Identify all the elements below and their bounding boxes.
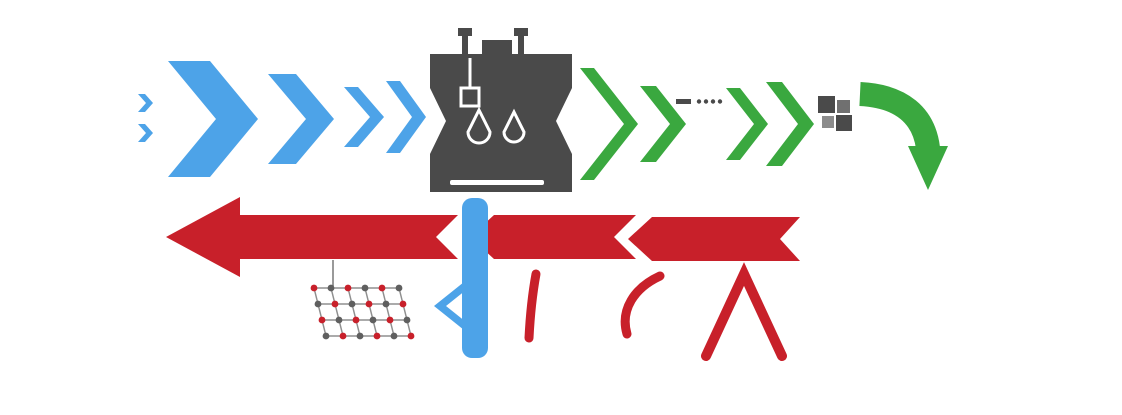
lattice-atom (378, 284, 386, 292)
lattice-atoms-gray (314, 284, 411, 340)
lattice-atom (314, 300, 322, 308)
pixel-blocks-icon (818, 96, 852, 131)
lattice-atom (322, 332, 330, 340)
red-peak-stroke (701, 262, 787, 361)
speed-lines-icon (138, 94, 153, 112)
clamp-mark-icon (458, 28, 472, 36)
blue-forward-chevrons-icon (344, 87, 384, 147)
lattice-atom (344, 284, 352, 292)
dot-mark (703, 99, 709, 104)
dash-dot-beam-icon (676, 99, 723, 104)
lattice-atom (395, 284, 403, 292)
lattice-atom (356, 332, 364, 340)
support-post (518, 36, 524, 54)
quench-path (434, 198, 488, 358)
process-arrows (580, 68, 814, 180)
clamp-mark-icon (514, 28, 528, 36)
blue-forward-chevrons-icon (168, 61, 258, 177)
lattice-atom (365, 300, 373, 308)
lattice-atom (369, 316, 377, 324)
lattice-atom (352, 316, 360, 324)
lattice-atom (331, 300, 339, 308)
lattice-atom (373, 332, 381, 340)
lattice-atom (407, 332, 415, 340)
red-vertical-stroke (524, 269, 541, 343)
crystal-lattice-icon (310, 284, 415, 340)
lattice-atom (318, 316, 326, 324)
droplet-icon (502, 108, 526, 144)
lattice-atom (403, 316, 411, 324)
speed-lines-icon (138, 124, 153, 142)
pixel-block (822, 116, 834, 128)
blue-forward-chevrons-icon (268, 74, 334, 164)
support-post (462, 36, 468, 54)
dot-mark (710, 99, 716, 104)
pixel-block (836, 115, 852, 131)
droplet-icon (466, 106, 492, 145)
blue-forward-chevrons-icon (386, 81, 426, 153)
pixel-block (837, 100, 850, 113)
pixel-block (818, 96, 835, 113)
red-arrow-band (470, 215, 636, 259)
lattice-atom (339, 332, 347, 340)
red-hook-stroke (620, 271, 665, 339)
lattice-atom (386, 316, 394, 324)
lattice-atom (382, 300, 390, 308)
green-forward-chevrons-icon (640, 86, 686, 162)
green-forward-chevrons-icon (726, 88, 768, 160)
top-tab (482, 40, 512, 56)
curved-arrow-shaft (859, 82, 940, 151)
lattice-bond (330, 287, 344, 337)
dash-mark (676, 99, 691, 104)
stage-line (450, 180, 544, 185)
furnace-body (430, 54, 572, 192)
red-stroke-annotations-icon (524, 262, 787, 361)
lattice-atom (327, 284, 335, 292)
red-arrow-band (628, 217, 800, 261)
lattice-bond (381, 287, 395, 337)
red-return-arrows-icon (166, 197, 800, 277)
lattice-atom (361, 284, 369, 292)
lattice-bond (364, 287, 378, 337)
red-arrow-band (236, 215, 458, 259)
dot-mark (717, 99, 723, 104)
lattice-atom (335, 316, 343, 324)
lattice-atom (348, 300, 356, 308)
lattice-bond (313, 287, 327, 337)
blue-left-chevron-icon (434, 282, 476, 330)
input-arrows (138, 61, 426, 177)
blue-down-bar-icon (462, 198, 488, 358)
green-curved-down-arrow-icon (859, 82, 948, 190)
curved-arrow-head (908, 146, 948, 190)
red-arrow-head (166, 197, 240, 277)
lattice-atom (399, 300, 407, 308)
sample-holder-icon (459, 86, 481, 108)
lattice-bond (398, 287, 412, 337)
lattice-atom (390, 332, 398, 340)
green-forward-chevrons-icon (580, 68, 638, 180)
lattice-bond (347, 287, 361, 337)
green-forward-chevrons-icon (766, 82, 814, 166)
dot-mark (696, 99, 702, 104)
furnace-with-levitated-droplets-icon (430, 28, 572, 192)
lattice-atoms-red (310, 284, 415, 340)
lattice-atom (310, 284, 318, 292)
